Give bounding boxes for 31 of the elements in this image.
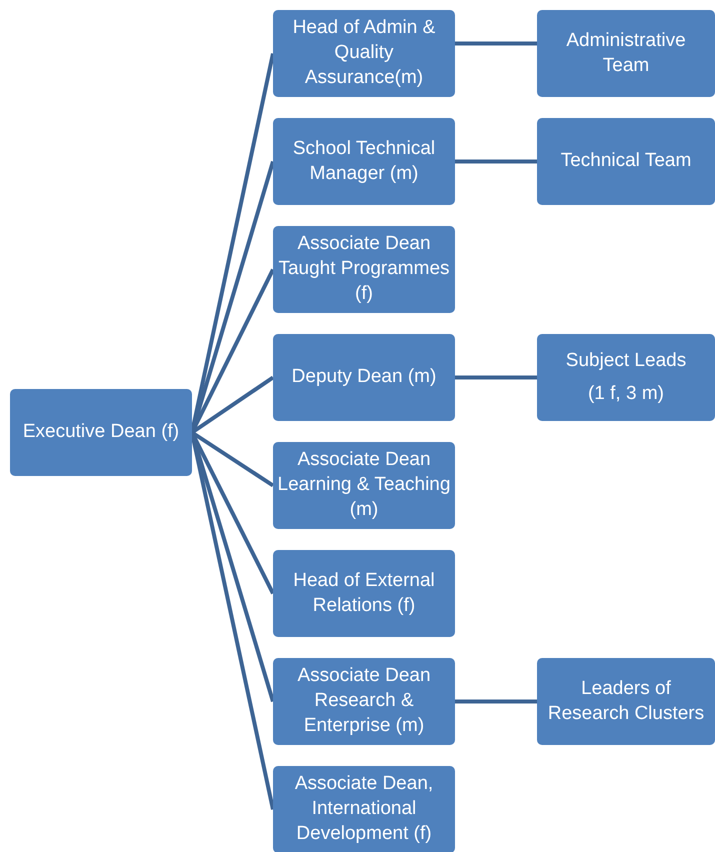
box-label: Associate Dean Research & Enterprise (m)	[296, 664, 432, 738]
box-label: Associate Dean Learning & Teaching (m)	[277, 448, 451, 522]
box-label: Technical Team	[560, 149, 692, 174]
box-label: Head of External Relations (f)	[292, 568, 436, 618]
box-label: Executive Dean (f)	[22, 420, 180, 444]
connector-line	[455, 700, 537, 704]
box-label: Head of Admin & Quality Assurance(m)	[292, 16, 436, 90]
box-label: Leaders of Research Clusters	[546, 676, 706, 726]
box-label: Deputy Dean (m)	[292, 365, 436, 390]
org-box	[273, 550, 455, 637]
org-box	[10, 389, 192, 476]
org-box	[273, 442, 455, 529]
box-label: Administrative Team	[565, 28, 687, 78]
box-label: Associate Dean Taught Programmes (f)	[277, 232, 451, 306]
org-box	[273, 766, 455, 852]
org-box	[537, 118, 715, 205]
box-label: (1 f, 3 m)	[588, 382, 664, 406]
box-label: School Technical Manager (m)	[292, 136, 436, 186]
org-box	[273, 118, 455, 205]
org-box	[537, 658, 715, 745]
org-box	[273, 226, 455, 313]
connector-line	[455, 160, 537, 164]
org-box	[537, 334, 715, 421]
connector-line	[455, 376, 537, 380]
connector-line	[455, 42, 537, 46]
org-box	[273, 658, 455, 745]
org-box	[537, 10, 715, 97]
box-label: Subject Leads	[566, 348, 686, 373]
org-box	[273, 10, 455, 97]
org-box	[273, 334, 455, 421]
box-label: Associate Dean, International Development (f)	[294, 772, 434, 846]
